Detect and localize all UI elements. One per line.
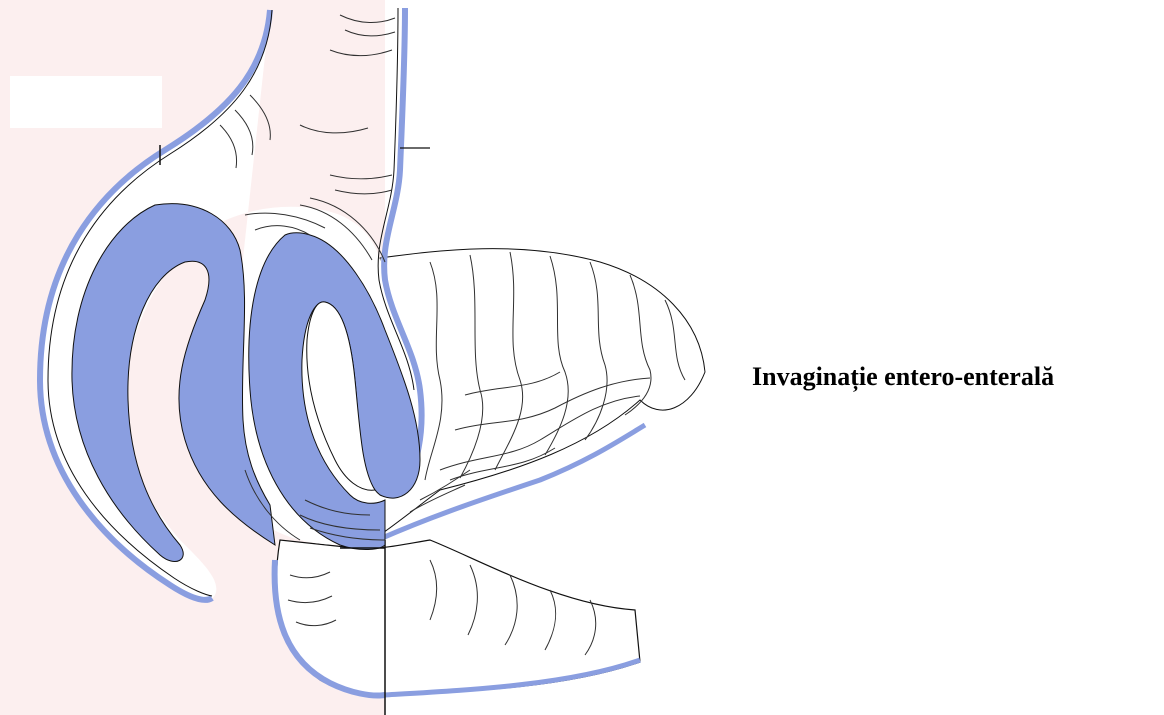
figure-caption: Invaginație entero-enterală: [752, 362, 1054, 392]
lower-bowel: [276, 540, 640, 695]
mesentery: [360, 249, 705, 545]
background-cutout: [10, 76, 162, 128]
